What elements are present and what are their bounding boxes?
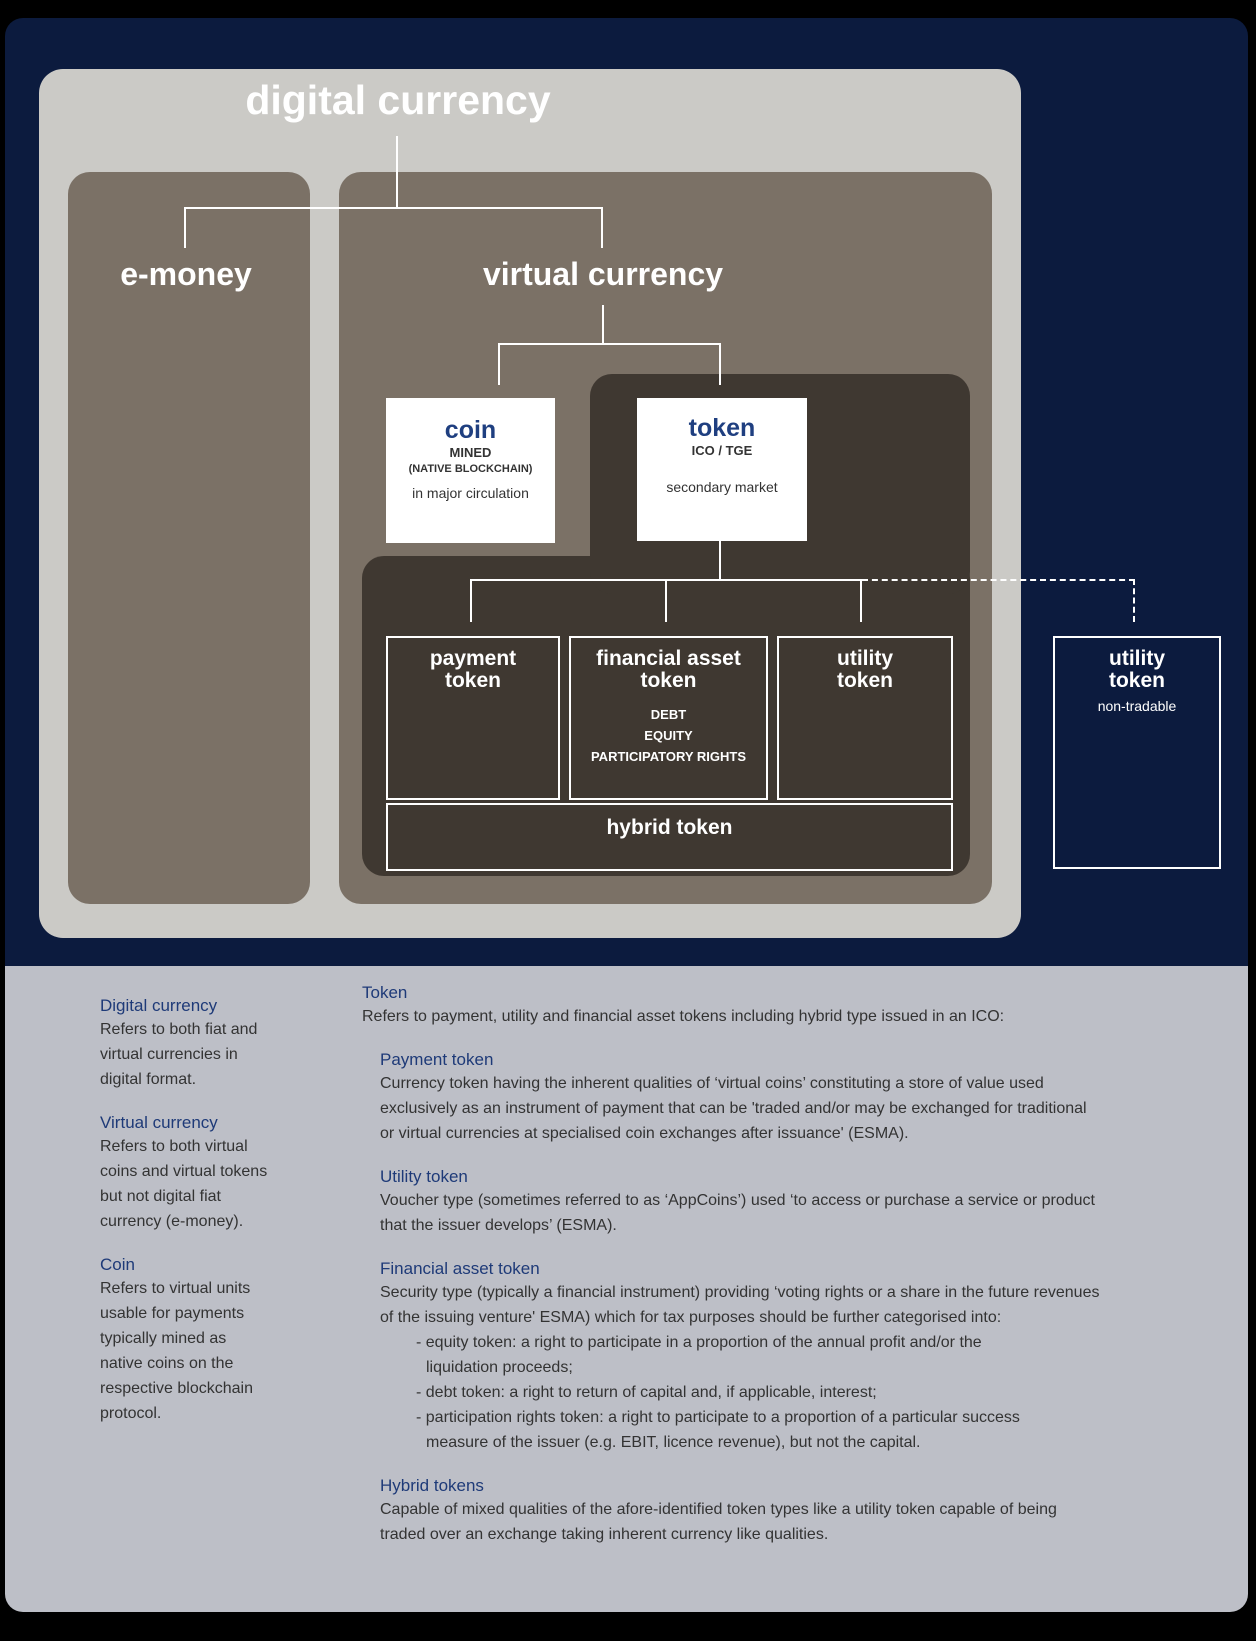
- glossary-line: Capable of mixed qualities of the afore-…: [380, 1501, 1057, 1518]
- glossary-line: coins and virtual tokens: [100, 1163, 268, 1180]
- dashed-connector: [1133, 579, 1135, 622]
- connector: [601, 207, 603, 248]
- financial-bullets: - equity token: a right to participate i…: [416, 1330, 1212, 1455]
- glossary-panel: [5, 966, 1248, 1612]
- glossary-term: Coin: [100, 1255, 135, 1274]
- glossary-line: traded over an exchange taking inherent …: [380, 1526, 829, 1543]
- glossary-left: Digital currency Refers to both fiat and…: [100, 995, 350, 1446]
- connector: [396, 136, 398, 208]
- token-note: secondary market: [666, 479, 778, 495]
- coin-box: coin MINED (NATIVE BLOCKCHAIN) in major …: [386, 398, 555, 543]
- financial-item-debt: DEBT: [650, 707, 687, 722]
- utility-token-label: utility: [837, 647, 893, 670]
- bullet-line: liquidation proceeds;: [426, 1359, 573, 1376]
- utility-token-nontradable-box: utility token non-tradable: [1053, 636, 1221, 869]
- connector: [470, 579, 472, 622]
- glossary-line: Refers to both virtual: [100, 1138, 248, 1155]
- glossary-line: Refers to virtual units: [100, 1280, 251, 1297]
- payment-token-label: payment: [429, 647, 517, 670]
- token-ico: ICO / TGE: [691, 443, 753, 458]
- glossary-line: Security type (typically a financial ins…: [380, 1284, 1100, 1301]
- glossary-line: Voucher type (sometimes referred to as ‘…: [380, 1192, 1095, 1209]
- e-money-region: [68, 172, 310, 904]
- financial-asset-token-box: financial asset token DEBT EQUITY PARTIC…: [569, 636, 768, 800]
- glossary-payment-token: Payment token Currency token having the …: [380, 1049, 1212, 1146]
- utility-token-box: utility token: [777, 636, 953, 800]
- glossary-line: but not digital fiat: [100, 1188, 221, 1205]
- hybrid-token-box: hybrid token: [386, 803, 953, 871]
- glossary-term: Hybrid tokens: [380, 1476, 484, 1495]
- utility-nontradable-label: utility: [1109, 647, 1165, 670]
- connector: [860, 579, 862, 622]
- coin-note: in major circulation: [412, 485, 529, 501]
- glossary-virtual-currency: Virtual currency Refers to both virtual …: [100, 1112, 350, 1234]
- glossary-line: usable for payments: [100, 1305, 245, 1322]
- utility-nontradable-note: non-tradable: [1097, 698, 1177, 714]
- utility-token-label: token: [836, 669, 893, 692]
- dashed-connector: [862, 579, 1135, 581]
- glossary-term: Virtual currency: [100, 1113, 218, 1132]
- payment-token-label: token: [444, 669, 501, 692]
- bullet-line: - equity token: a right to participate i…: [416, 1334, 982, 1351]
- glossary-hybrid-tokens: Hybrid tokens Capable of mixed qualities…: [380, 1475, 1212, 1547]
- connector: [184, 207, 186, 248]
- glossary-digital-currency: Digital currency Refers to both fiat and…: [100, 995, 350, 1092]
- glossary-line: currency (e-money).: [100, 1213, 244, 1230]
- coin-mined: MINED: [449, 445, 492, 460]
- financial-asset-token-label: token: [640, 669, 697, 692]
- glossary-utility-token: Utility token Voucher type (sometimes re…: [380, 1166, 1212, 1238]
- financial-item-equity: EQUITY: [644, 728, 693, 743]
- financial-item-participatory: PARTICIPATORY RIGHTS: [590, 749, 747, 764]
- virtual-currency-title: virtual currency: [482, 256, 724, 292]
- glossary-line: exclusively as an instrument of payment …: [380, 1100, 1087, 1117]
- connector: [665, 579, 667, 622]
- glossary-line: or virtual currencies at specialised coi…: [380, 1125, 909, 1142]
- glossary-financial-asset-token: Financial asset token Security type (typ…: [380, 1258, 1212, 1455]
- glossary-term: Utility token: [380, 1167, 468, 1186]
- glossary-line: Refers to both fiat and: [100, 1021, 258, 1038]
- connector: [498, 343, 721, 345]
- connector: [719, 540, 721, 580]
- glossary-line: Refers to payment, utility and financial…: [362, 1008, 1005, 1025]
- glossary-term: Payment token: [380, 1050, 494, 1069]
- bullet-line: - participation rights token: a right to…: [416, 1409, 1020, 1426]
- glossary-line: Currency token having the inherent quali…: [380, 1075, 1044, 1092]
- glossary-term: Token: [362, 983, 408, 1002]
- bullet-line: - debt token: a right to return of capit…: [416, 1384, 877, 1401]
- glossary-line: native coins on the: [100, 1355, 234, 1372]
- coin-title: coin: [444, 416, 497, 444]
- hybrid-token-label: hybrid token: [606, 816, 733, 839]
- glossary-right: Token Refers to payment, utility and fin…: [362, 982, 1212, 1547]
- glossary-term: Financial asset token: [380, 1259, 540, 1278]
- coin-native: (NATIVE BLOCKCHAIN): [408, 463, 533, 475]
- glossary-line: virtual currencies in: [100, 1046, 238, 1063]
- connector: [602, 305, 604, 345]
- glossary-line: of the issuing venture' ESMA) which for …: [380, 1309, 1002, 1326]
- glossary-line: that the issuer develops’ (ESMA).: [380, 1217, 617, 1234]
- glossary-term: Digital currency: [100, 996, 218, 1015]
- utility-nontradable-label: token: [1108, 669, 1165, 692]
- connector: [184, 207, 603, 209]
- glossary-line: digital format.: [100, 1071, 197, 1088]
- bullet-line: measure of the issuer (e.g. EBIT, licenc…: [426, 1434, 921, 1451]
- glossary-line: protocol.: [100, 1405, 162, 1422]
- glossary-token: Token Refers to payment, utility and fin…: [362, 982, 1212, 1029]
- digital-currency-title: digital currency: [245, 77, 551, 123]
- glossary-line: typically mined as: [100, 1330, 227, 1347]
- token-box: token ICO / TGE secondary market: [637, 398, 807, 541]
- glossary-line: respective blockchain: [100, 1380, 253, 1397]
- token-title: token: [688, 414, 756, 442]
- financial-asset-token-label: financial asset: [596, 647, 741, 670]
- connector: [719, 343, 721, 385]
- payment-token-box: payment token: [386, 636, 560, 800]
- connector: [498, 343, 500, 385]
- e-money-title: e-money: [120, 256, 252, 292]
- glossary-coin: Coin Refers to virtual units usable for …: [100, 1254, 350, 1426]
